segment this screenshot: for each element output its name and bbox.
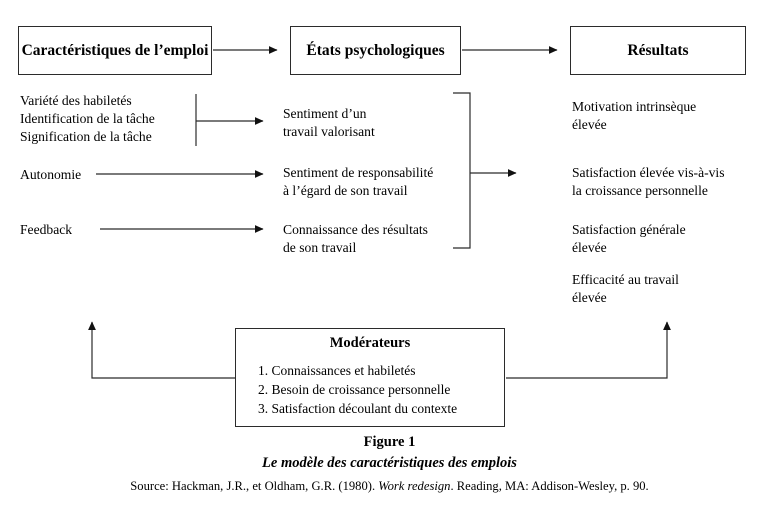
moderator-loop-right [506, 321, 671, 379]
figure-number: Figure 1 [363, 434, 416, 450]
outcome-motivation-intrinseque: Motivation intrinsèque élevée [572, 99, 697, 132]
moderators-list: 1. Connaissances et habiletés 2. Besoin … [236, 361, 504, 418]
moderator-item: 2. Besoin de croissance personnelle [258, 382, 451, 398]
source-prefix: Source: Hackman, J.R., et Oldham, G.R. (… [130, 478, 379, 493]
moderator-item: 3. Satisfaction découlant du contexte [258, 401, 458, 417]
outcome-satisfaction-generale: Satisfaction générale élevée [572, 222, 686, 255]
moderator-item: 1. Connaissances et habiletés [258, 363, 416, 378]
job-characteristic-autonomie: Autonomie [20, 167, 82, 182]
moderators-box: Modérateurs 1. Connaissances et habileté… [235, 328, 505, 427]
outcome-satisfaction-croissance: Satisfaction élevée vis-à-vis la croissa… [572, 165, 725, 198]
psych-state-connaissance-resultats: Connaissance des résultats de son travai… [283, 222, 428, 255]
moderator-loop-left [88, 321, 235, 379]
psych-state-responsabilite: Sentiment de responsabilité à l’égard de… [283, 165, 434, 198]
job-characteristic-signification: Signification de la tâche [20, 129, 152, 144]
job-characteristic-variete: Variété des habiletés [20, 93, 132, 108]
moderators-title: Modérateurs [329, 335, 411, 351]
bracket-psych-states [453, 92, 471, 249]
figure-subtitle: Le modèle des caractéristiques des emplo… [262, 455, 517, 472]
outcome-efficacite-travail: Efficacité au travail élevée [572, 272, 679, 305]
source-work-title: Work redesign [378, 478, 451, 493]
header-box-job-characteristics: Caractéristiques de l’emploi [18, 26, 212, 75]
header-box-results: Résultats [570, 26, 746, 75]
job-characteristic-identification: Identification de la tâche [20, 111, 155, 126]
job-characteristic-feedback: Feedback [20, 222, 73, 237]
psych-state-travail-valorisant: Sentiment d’un travail valorisant [283, 106, 375, 139]
header-box-psychological-states: États psychologiques [290, 26, 461, 75]
source-suffix: . Reading, MA: Addison-Wesley, p. 90. [450, 478, 649, 493]
figure-source: Source: Hackman, J.R., et Oldham, G.R. (… [0, 478, 779, 494]
figure-caption: Figure 1 Le modèle des caractéristiques … [0, 434, 779, 494]
